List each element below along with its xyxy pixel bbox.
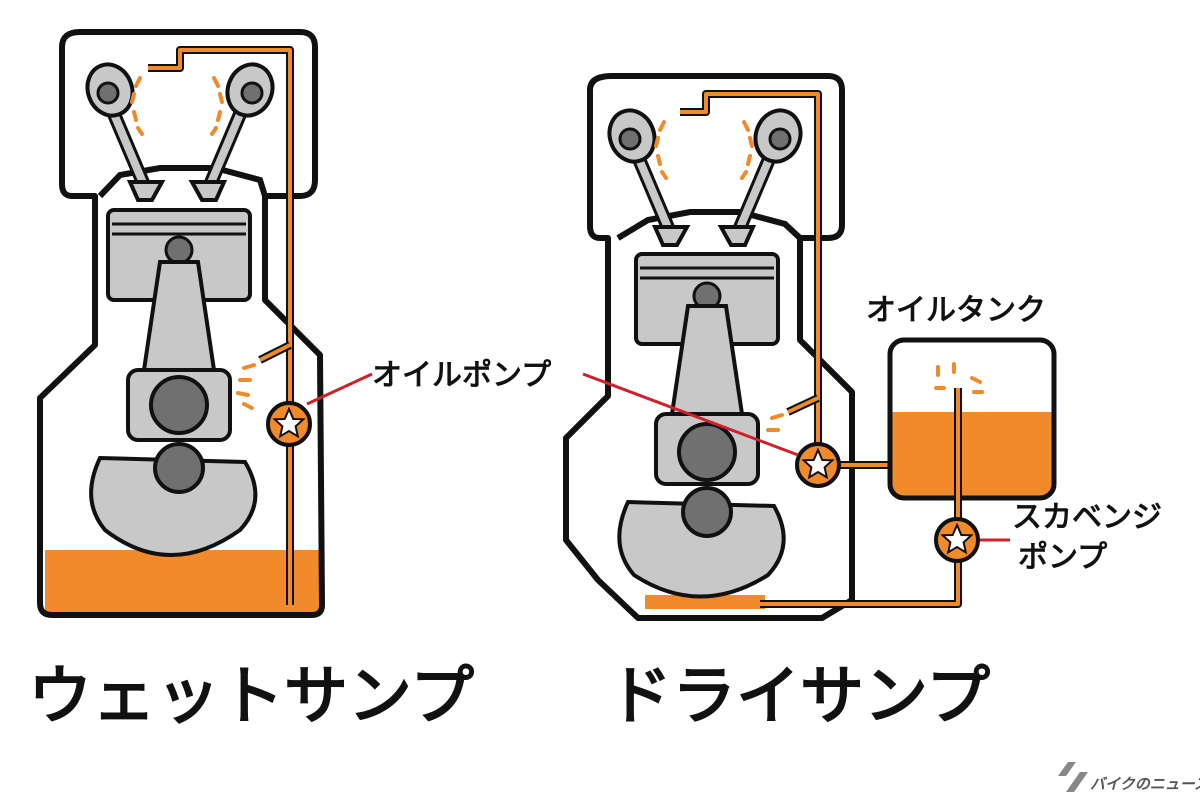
site-logo-text: バイクのニュース [1090,775,1200,793]
wet-sump-oil-pool [45,550,320,615]
wet-sump-exhaust-cam [225,62,275,118]
dry-sump-oil-spray [654,120,784,432]
wet-sump-crank-web [89,455,258,557]
dry-sump-intake-cam [607,108,657,164]
oil-tank-label: オイルタンク [866,293,1046,328]
wet-sump-engine [37,29,325,618]
wet-sump-title: ウェットサンプ [28,660,474,734]
oil-tank-spray [934,362,984,394]
oil-pump-label: オイルポンプ [372,358,552,393]
dry-sump-exhaust-cam [753,108,803,164]
dry-sump-piston [634,252,780,346]
dry-sump-crank-web [617,499,786,599]
oil-tank-outline [887,337,1057,501]
dry-sump-crankshaft [677,422,737,482]
scavenge-pump-icon [934,517,980,563]
site-logo-watermark: バイクのニュース [1058,762,1200,793]
scavenge-pump-label-line2: ポンプ [1018,540,1108,575]
dry-sump-oil-film [645,595,765,609]
wet-sump-oil-spray [130,76,256,410]
wet-sump-crank-counterweight [153,442,205,494]
wet-sump-engine-outline [37,29,325,618]
callout-lines [306,372,1010,542]
wet-sump-crankshaft [149,375,209,435]
oil-tank [887,337,1057,501]
dry-sump-crank-counterweight [681,486,733,538]
wet-sump-oil-pump-icon [266,401,312,447]
dry-sump-oil-pump-icon [795,442,841,488]
wet-sump-intake-cam [85,62,135,118]
dry-sump-title: ドライサンプ [608,660,990,734]
dry-sump-engine [563,73,890,621]
dry-sump-engine-outline [563,73,855,621]
scavenge-pump-label-line1: スカベンジ [1012,500,1162,535]
